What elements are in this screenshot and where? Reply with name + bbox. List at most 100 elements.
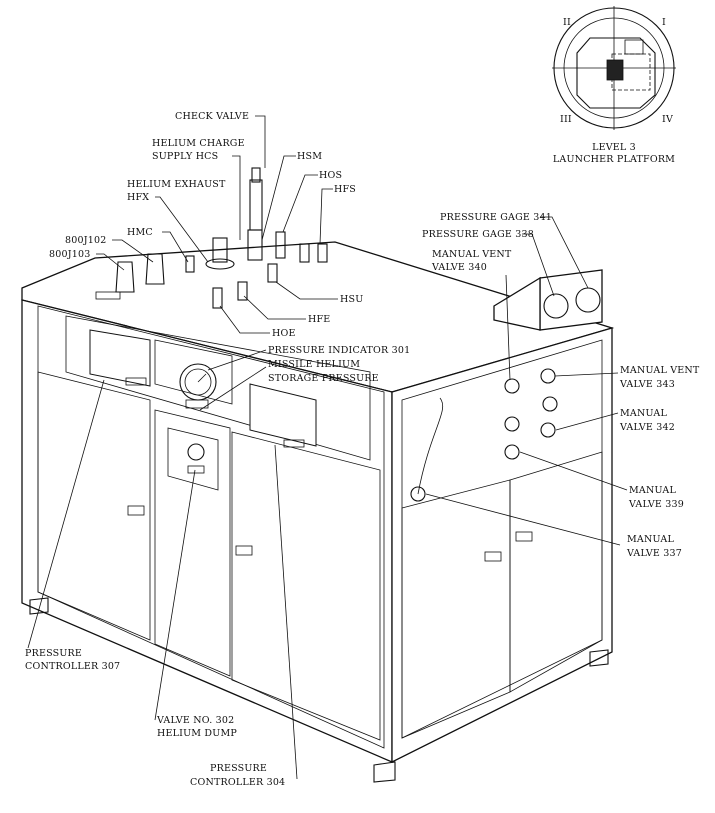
leader-800j103	[96, 253, 125, 271]
hcs-fitting	[212, 237, 228, 263]
label-hsu: HSU	[340, 294, 363, 305]
label-helium-exhaust-1: HELIUM EXHAUST	[127, 179, 226, 190]
label-pc307-2: CONTROLLER 307	[25, 661, 120, 672]
pressure-controller-307-box	[89, 329, 151, 387]
side-door-right	[509, 451, 603, 693]
valve-342-icon	[540, 422, 556, 438]
inset-quadrant-1: I	[662, 17, 666, 28]
hcs-base	[205, 258, 235, 270]
inset-quadrant-2: II	[563, 17, 571, 28]
label-pressure-gage-341: PRESSURE GAGE 341	[440, 212, 552, 223]
valve-sensor-icon	[542, 396, 558, 412]
label-helium-exhaust-2: HFX	[127, 192, 149, 203]
label-hoe: HOE	[272, 328, 296, 339]
door-center	[154, 409, 231, 677]
pressure-gage-338-dial	[543, 293, 569, 319]
inset-caption-line2: LAUNCHER PLATFORM	[553, 154, 675, 165]
label-hfe: HFE	[308, 314, 330, 325]
label-manual-vent-343-1: MANUAL VENT	[620, 365, 700, 376]
front-upper-band	[65, 315, 371, 461]
check-valve-cap	[251, 167, 261, 183]
foot-center	[373, 761, 396, 783]
leader-indicator-301	[207, 349, 267, 371]
leader-pc304	[274, 444, 298, 780]
label-manual-vent-340-1: MANUAL VENT	[432, 249, 512, 260]
connector-800j103	[115, 261, 135, 293]
door-left	[37, 371, 151, 641]
leader-gage-338	[522, 233, 555, 297]
label-manual-vent-340-2: VALVE 340	[431, 262, 487, 273]
check-valve-body	[249, 179, 263, 231]
label-manual-342-1: MANUAL	[620, 408, 667, 419]
indicator-recess	[154, 339, 233, 405]
leader-valve-302	[154, 469, 196, 721]
helium-dump-panel	[167, 427, 219, 491]
label-manual-vent-343-2: VALVE 343	[619, 379, 675, 390]
label-hsm: HSM	[297, 151, 322, 162]
pc307-nameplate	[125, 377, 147, 386]
label-pc307-1: PRESSURE	[25, 648, 82, 659]
label-hos: HOS	[319, 170, 342, 181]
label-pressure-gage-338: PRESSURE GAGE 338	[422, 229, 534, 240]
leader-gage-341	[540, 216, 589, 289]
label-manual-337-2: VALVE 337	[626, 548, 682, 559]
leader-hos	[282, 174, 318, 233]
leader-hsm	[261, 155, 296, 241]
side-handle-right	[515, 531, 533, 542]
valve-340-icon	[504, 378, 520, 394]
label-hfs: HFS	[334, 184, 356, 195]
label-800j103: 800J103	[49, 249, 90, 260]
door-right	[231, 431, 381, 741]
door-handle-left	[127, 505, 145, 516]
label-missile-helium-2: STORAGE PRESSURE	[268, 373, 379, 384]
inset-block-upper	[624, 39, 644, 55]
leader-hmc	[162, 231, 189, 263]
hoe-fitting	[212, 287, 223, 309]
label-pc304-2: CONTROLLER 304	[190, 777, 285, 788]
label-pc304-1: PRESSURE	[210, 763, 267, 774]
pressure-controller-304-box	[249, 383, 317, 447]
inset-quadrant-4: IV	[662, 114, 673, 125]
leader-vent-340	[505, 274, 511, 381]
leader-vent-343	[554, 372, 619, 377]
launcher-platform-inset: II I III IV LEVEL 3 LAUNCHER PLATFORM	[552, 6, 676, 165]
inset-console-location	[606, 59, 624, 81]
valve-upper-side-icon	[504, 416, 520, 432]
label-valve302-2: HELIUM DUMP	[157, 728, 237, 739]
label-check-valve: CHECK VALVE	[175, 111, 249, 122]
hose-337	[417, 397, 444, 495]
label-helium-charge-1: HELIUM CHARGE	[152, 138, 245, 149]
door-handle-right	[235, 545, 253, 556]
label-valve302-1: VALVE NO. 302	[156, 715, 234, 726]
indicator-nameplate	[185, 399, 209, 409]
label-manual-339-1: MANUAL	[629, 485, 676, 496]
leader-valve-342	[555, 412, 619, 431]
console-side-face	[391, 327, 613, 764]
label-manual-337-1: MANUAL	[627, 534, 674, 545]
inset-octagon	[576, 37, 656, 109]
leader-valve-339	[519, 451, 628, 491]
connector-nameplate	[95, 291, 121, 300]
leader-hoe	[219, 305, 270, 334]
leader-800j102	[112, 239, 154, 263]
valve-337-icon	[410, 486, 426, 502]
label-missile-helium-1: MISSILE HELIUM	[268, 359, 360, 370]
leader-hfe	[243, 295, 306, 320]
label-helium-charge-2: SUPPLY HCS	[152, 151, 218, 162]
helium-dump-valve-knob	[187, 443, 205, 461]
valve-339-icon	[504, 444, 520, 460]
inset-quadrant-3: III	[560, 114, 572, 125]
leader-pc307	[27, 379, 105, 649]
connector-800j102	[145, 253, 165, 285]
leader-lines	[27, 115, 628, 780]
leader-valve-337	[425, 493, 621, 546]
hmc-fitting	[185, 255, 195, 273]
leader-hfs	[319, 188, 333, 245]
gauge-housing-side	[493, 276, 541, 331]
label-manual-339-2: VALVE 339	[628, 499, 684, 510]
leader-missile-helium	[199, 366, 267, 411]
callout-labels: CHECK VALVE HELIUM CHARGE SUPPLY HCS HSM…	[25, 111, 700, 788]
inset-caption-line1: LEVEL 3	[592, 142, 636, 153]
leader-hsu	[275, 281, 338, 300]
